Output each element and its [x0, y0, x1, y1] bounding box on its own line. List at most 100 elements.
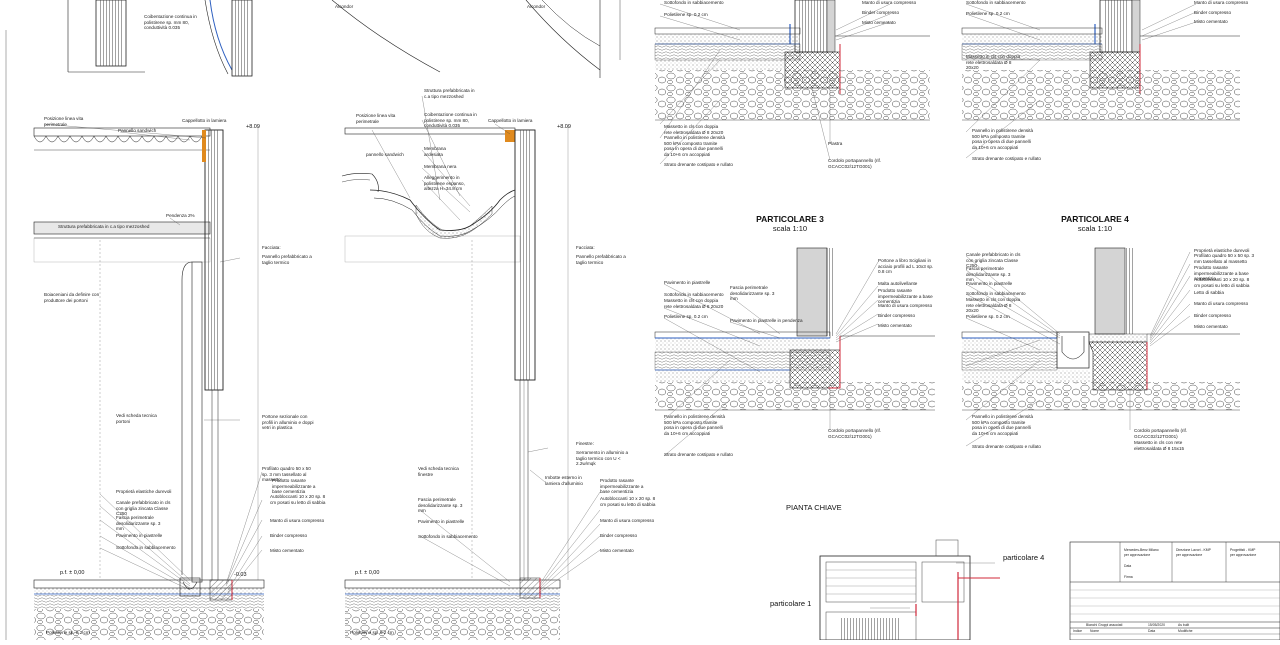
- label-s1-13: Manto di usura compresso: [270, 518, 325, 523]
- label-d4-17: Strato drenante costipato e rullato: [972, 444, 1041, 449]
- label-d3-8: Manto di usura compresso: [878, 303, 933, 308]
- label-d1-0: Sottofondo in sabbiacemento: [664, 0, 724, 5]
- label-s2-6: Membrana nera: [424, 164, 457, 169]
- label-s2-17: Pavimento in piastrelle: [418, 519, 465, 524]
- label-d1-6: Pannello in polistirene densità 500 kPa …: [664, 135, 726, 157]
- label-d3-6: Massetto in cls con doppia rete elettros…: [664, 298, 724, 309]
- label-s2-18: Sottofondo in sabbiacemento: [418, 534, 478, 539]
- label-s1-20: Sottofondo in sabbiacemento: [116, 545, 176, 550]
- label-d4-12: Binder compresso: [1194, 313, 1232, 318]
- label-d4-15: Cordolo portapannello (rif. GCACC02/12TG…: [1134, 428, 1188, 439]
- label-s1-4: Struttura prefabbricata in c.a tipo mezz…: [58, 224, 150, 229]
- tb-sign-field: Firma: [1124, 575, 1133, 579]
- label-s1-16: Proprietà elastiche durevoli: [116, 489, 172, 494]
- tb-rev-mod: As built: [1178, 623, 1190, 627]
- detail-4-title-text: PARTICOLARE 4: [1061, 214, 1129, 224]
- label-d4-14: Pannello in polistirene densità 500 kPa …: [972, 414, 1034, 436]
- label-d4-4: Massetto in cls con doppia rete elettros…: [966, 297, 1021, 314]
- label-s2-15: Autobloccanti 10 x 20 sp. 8 cm posati su…: [600, 496, 656, 507]
- label-s1-1: Pannello sandwich: [118, 128, 157, 133]
- tb-rev-date: 15/05/2020: [1148, 623, 1165, 627]
- label-d4-11: Manto di usura compresso: [1194, 301, 1249, 306]
- key-plan-title: PIANTA CHIAVE: [786, 503, 842, 512]
- label-s1-17: Canale prefabbricato in cls con griglia …: [116, 500, 171, 517]
- label-d2-6: Pannello in polistirene densità 500 kPa …: [972, 128, 1034, 150]
- level-section-1-outside: -0.03: [234, 572, 247, 578]
- tb-cell-client: Mercedes-Benz Milano: [1124, 548, 1159, 552]
- label-s1-7: Boiaceniani da definire con produttore d…: [44, 292, 100, 303]
- label-s1-6: Pannello prefabbricato a taglio termico: [262, 254, 312, 265]
- label-d4-2: Pavimento in piastrelle: [966, 281, 1013, 286]
- label-d1-7: Strato drenante costipato e rullato: [664, 162, 733, 167]
- label-d4-10: Letto di sabbia: [1194, 290, 1224, 295]
- label-s1-11: Prodotto rasante impermeabilizzante a ba…: [272, 478, 316, 495]
- detail-3-title-text: PARTICOLARE 3: [756, 214, 824, 224]
- tb-hdr-mod: Modifiche: [1178, 629, 1193, 633]
- label-s2-2: Coibentazione continua in polistirene sp…: [424, 112, 477, 129]
- label-d4-13: Misto cementato: [1194, 324, 1228, 329]
- detail-3-scale-text: scala 1:10: [772, 224, 808, 233]
- level-section-1-floor: p.f. ± 0,00: [60, 570, 85, 576]
- label-s2-14: Prodotto rasante impermeabilizzante a ba…: [600, 478, 644, 495]
- detail-4-scale-text: scala 1:10: [1077, 224, 1113, 233]
- detail-3-scale: scala 1:10: [740, 224, 840, 233]
- label-d2-0: Sottofondo in sabbiacemento: [966, 0, 1026, 5]
- label-d3-4: Prodotto rasante impermeabilizzante a ba…: [878, 288, 933, 305]
- label-s2-4: pannello sandwich: [366, 152, 404, 157]
- label-s1-10: Profilato quadro 50 x 50 sp. 3 mm tassel…: [262, 466, 311, 483]
- label-d4-16: Massetto in cls con rete elettrosaldata …: [1134, 440, 1185, 451]
- label-s2-3: Cappellotto in lamiera: [488, 118, 533, 123]
- label-d3-2: Fascia perimetrale desolidarizzante sp. …: [730, 285, 775, 302]
- tb-approval-2: per approvazione: [1176, 553, 1203, 557]
- tb-rev-name: Bianchi Gruppi associati: [1086, 623, 1123, 627]
- label-s1-21: Polietilene sp. 0.2 cm: [46, 630, 90, 635]
- key-plan-drawing: [819, 539, 1000, 641]
- label-s1-2: Cappellotto in lamiera: [182, 118, 227, 123]
- label-d3-12: Pannello in polistirene densità 500 kPa …: [664, 414, 726, 436]
- label-s2-1: Posizione linea vita perimetrale: [356, 113, 396, 124]
- label-s1-14: Binder compresso: [270, 533, 308, 538]
- tb-date-field: Data: [1124, 564, 1132, 568]
- label-d1-9: Cordolo portapannello (rif. GCACC02/12TG…: [828, 158, 882, 169]
- label-d3-11: Polietilene sp. 0.2 cm: [664, 314, 708, 319]
- detail-4-scale: scala 1:10: [1045, 224, 1145, 233]
- label-tl-2: Alcondor: [527, 4, 546, 9]
- label-s1-8: Vedi scheda tecnica portoni: [116, 413, 157, 424]
- label-s2-10: Finestre:: [576, 441, 594, 446]
- label-d3-14: Strato drenante costipato e rullato: [664, 452, 733, 457]
- label-d1-2: Manto di usura compresso: [862, 0, 917, 5]
- label-s2-13: Vedi scheda tecnica finestre: [418, 466, 459, 477]
- level-section-1-top: +8.09: [246, 124, 260, 130]
- detail-1-drawing: [654, 0, 930, 165]
- label-d2-7: Strato drenante costipato e rullato: [972, 156, 1041, 161]
- tb-hdr-name: Nome: [1090, 629, 1100, 633]
- label-d3-13: Cordolo portapannello (rif. GCACC02/12TG…: [828, 428, 882, 439]
- tb-approval-1: per approvazione: [1124, 553, 1151, 557]
- label-d3-7: Pavimento in piastrelle in pendenza: [730, 318, 803, 323]
- label-d2-4: Binder compresso: [1194, 10, 1232, 15]
- label-s1-5: Facciata:: [262, 245, 281, 250]
- label-s1-19: Pavimento in piastrelle: [116, 533, 163, 538]
- tb-cell-dl: Direzione Lavori - KMP: [1176, 548, 1211, 552]
- label-d2-1: Polietilene sp. 0.2 cm: [966, 11, 1010, 16]
- label-d4-5: Polietilene sp. 0.2 cm: [966, 314, 1010, 319]
- label-d2-5: Misto cementato: [1194, 19, 1228, 24]
- label-s2-11: Serramento in alluminio a taglio termico…: [576, 450, 629, 467]
- label-s2-20: Binder compresso: [600, 533, 638, 538]
- label-d4-8: Prodotto rasante impermeabilizzante a ba…: [1194, 265, 1249, 282]
- label-d4-7: Profilato quadro 50 x 50 sp. 3 mm tassel…: [1194, 253, 1255, 264]
- label-s1-9: Portone sezionale con profili in allumin…: [262, 414, 314, 431]
- tb-approval-3: per approvazione: [1230, 553, 1257, 557]
- label-d4-9: Autobloccanti 10 x 20 sp. 8 cm posati su…: [1194, 277, 1250, 288]
- label-s2-19: Manto di usura compresso: [600, 518, 655, 523]
- label-d2-2: Massetto in cls con doppia rete elettros…: [966, 54, 1021, 71]
- label-d3-5: Sottofondo in sabbiacemento: [664, 292, 724, 297]
- label-s2-0: Struttura prefabbricata in c.a tipo mezz…: [424, 88, 475, 99]
- label-d1-3: Binder compresso: [862, 10, 900, 15]
- detail-4-drawing: [961, 247, 1240, 447]
- label-s1-18: Fascia perimetrale desolidarizzante sp. …: [116, 515, 161, 532]
- label-s1-0: Posizione linea vita perimetrale: [44, 116, 84, 127]
- label-s2-5: Membrana ardesiata: [424, 146, 446, 157]
- key-plan-label-1: particolare 1: [770, 599, 812, 608]
